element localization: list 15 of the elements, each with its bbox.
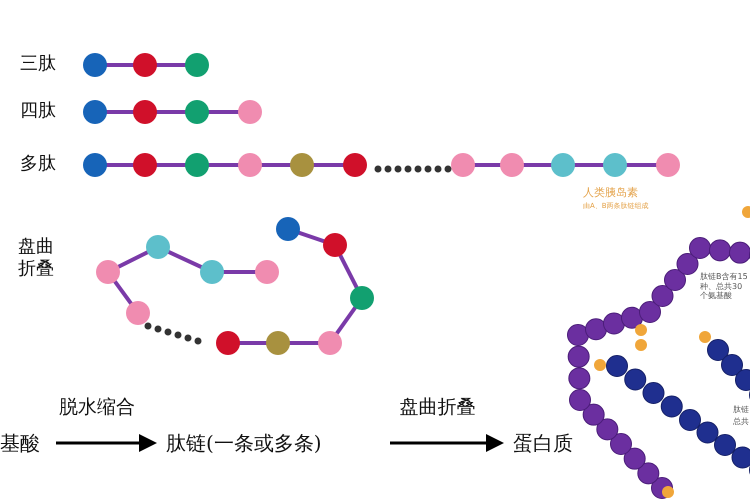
flow-term: 肽链(一条或多条)	[166, 431, 322, 455]
label-text: 人类胰岛素	[583, 186, 638, 200]
label-text: 肽链	[733, 405, 749, 415]
arrow	[390, 434, 504, 452]
label-text: 盘曲折叠	[18, 236, 55, 280]
label-text: 肽链B含有15种、总共30个氨基酸	[700, 272, 749, 301]
label-text: 四肽	[20, 100, 56, 122]
flow-term: 基酸	[0, 431, 40, 455]
label-text: 三肽	[20, 53, 56, 75]
arrow	[56, 434, 157, 452]
edge-label: 脱水缩合	[59, 395, 135, 419]
edge-label: 盘曲折叠	[400, 395, 476, 419]
label-text: 总共	[733, 417, 749, 427]
flow-term: 蛋白质	[513, 431, 573, 455]
label-text: 多肽	[20, 153, 56, 175]
